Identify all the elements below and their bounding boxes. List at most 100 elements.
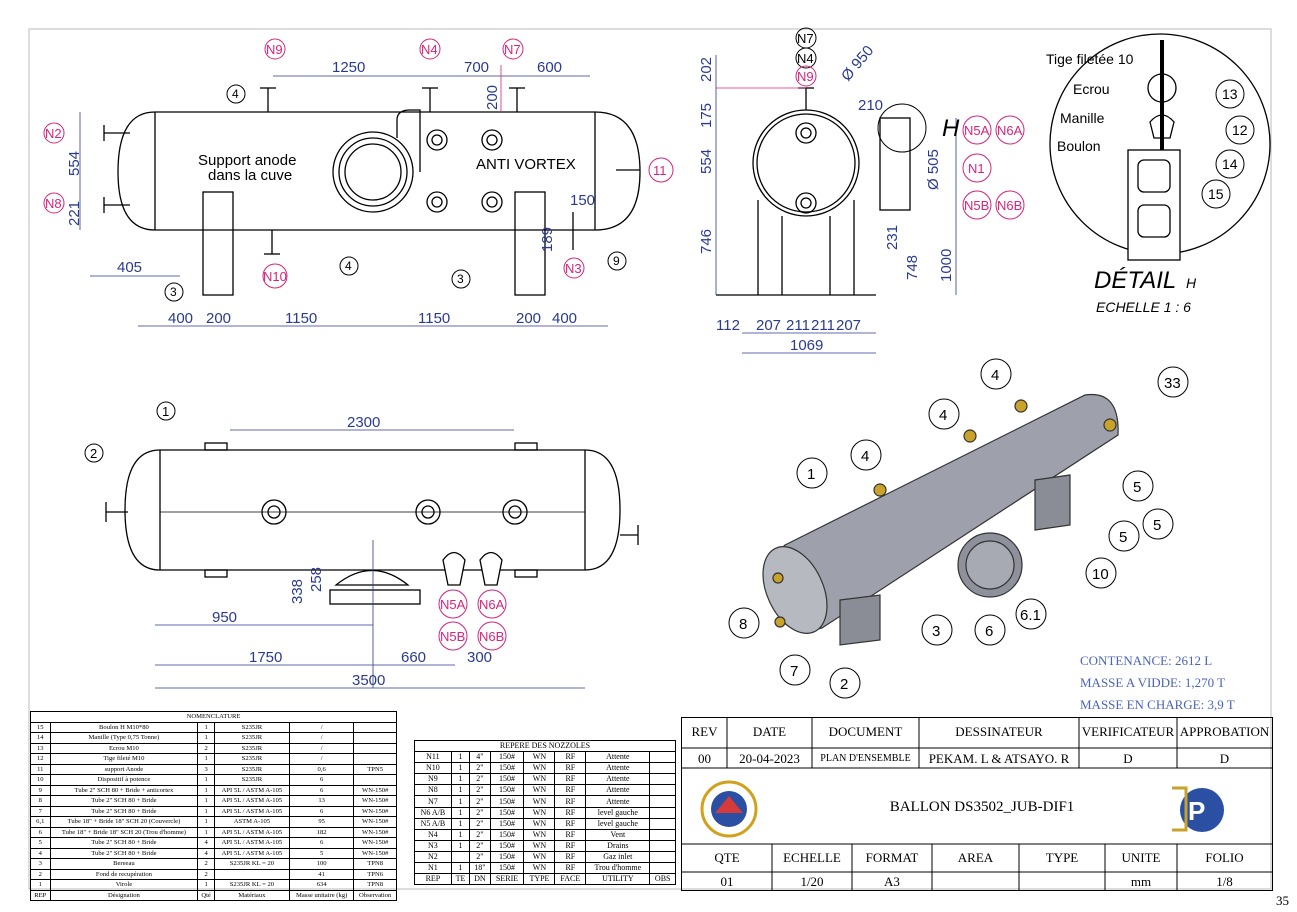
nozzle-tag-n10: N10 xyxy=(263,269,287,284)
tb-verificateur-label: VERIFICATEUR xyxy=(1081,724,1175,739)
dim-950: 950 xyxy=(212,609,237,626)
nomenclature-data-cell: 1 xyxy=(197,721,215,733)
nomenclature-data-cell: 6,1 xyxy=(30,816,51,828)
nomenclature-data-cell: 5 xyxy=(288,847,355,859)
dim-338: 338 xyxy=(289,579,306,604)
nomenclature-data-cell: TPN5 xyxy=(353,763,397,775)
nozzle-data-cell xyxy=(649,751,676,764)
label-support-anode-2: dans la cuve xyxy=(208,167,292,184)
tb-qte: 01 xyxy=(720,874,734,889)
sheet-frame xyxy=(28,28,1272,890)
nozzle-data-cell: N6 A/B xyxy=(414,806,452,819)
nomenclature-data-cell: / xyxy=(288,732,355,744)
top-view-dimensions xyxy=(155,429,585,689)
tb-type-label: TYPE xyxy=(1045,850,1079,865)
side-tag-n7: N7 xyxy=(797,31,814,46)
nomenclature-data-cell: WN-150# xyxy=(353,837,397,849)
nozzle-data-cell: 2" xyxy=(469,773,491,786)
nozzle-data-cell: RF xyxy=(554,850,587,864)
info-contenance: CONTENANCE: 2612 L xyxy=(1080,653,1213,668)
tb-qte-label: QTE xyxy=(714,850,740,865)
nomenclature-data-cell: 4 xyxy=(197,847,215,859)
nozzle-data-cell xyxy=(649,828,676,841)
nozzle-data-cell: RF xyxy=(554,751,587,764)
nomenclature-data-cell: API 5L / ASTM A-105 xyxy=(213,805,290,817)
nozzle-data-cell: WN xyxy=(523,773,556,786)
nozzle-tag-n3: N3 xyxy=(565,261,582,276)
nomenclature-data-cell: TPN8 xyxy=(353,879,397,891)
detail-title: DÉTAIL xyxy=(1094,267,1176,294)
nozzle-data-cell: Attente xyxy=(585,751,651,764)
dim-150: 150 xyxy=(570,192,595,209)
detail-callout-13: 13 xyxy=(1222,86,1238,102)
nomenclature-data-cell: 3 xyxy=(30,858,51,870)
nomenclature-data-cell: ASTM A-105 xyxy=(213,816,290,828)
nozzle-data-cell: WN xyxy=(523,817,556,830)
iso-view xyxy=(762,393,1119,646)
nomenclature-data-cell: / xyxy=(288,742,355,754)
nozzle-data-cell: Attente xyxy=(585,784,651,797)
dim-231: 231 xyxy=(884,225,901,250)
nozzle-data-cell: 150# xyxy=(489,806,525,819)
nomenclature-data-cell xyxy=(353,732,397,744)
side-view xyxy=(716,87,911,296)
nozzle-data-cell: 150# xyxy=(489,817,525,830)
nozzle-data-cell: WN xyxy=(523,828,556,841)
top-tag-n5a: N5A xyxy=(440,597,466,612)
nozzle-data-cell: RF xyxy=(554,773,587,786)
nozzle-data-cell: 150# xyxy=(489,773,525,786)
nozzle-data-cell: 1 xyxy=(450,862,471,875)
nozzle-data-cell: 2" xyxy=(469,784,491,797)
nozzle-tag-11: 11 xyxy=(653,163,667,178)
nomenclature-data-cell: WN-150# xyxy=(353,795,397,807)
nozzle-data-cell: N2 xyxy=(414,850,452,864)
nozzle-data-cell: WN xyxy=(523,762,556,775)
dim-660: 660 xyxy=(401,649,426,666)
nozzle-data-cell: RF xyxy=(554,828,587,841)
info-masse-charge: MASSE EN CHARGE: 3,9 T xyxy=(1080,697,1235,712)
nomenclature-data-cell xyxy=(353,742,397,754)
info-masse-vide: MASSE A VIDDE: 1,270 T xyxy=(1080,675,1226,690)
tb-dessinateur-label: DESSINATEUR xyxy=(955,724,1043,739)
iso-callout-5a: 5 xyxy=(1133,479,1141,496)
dim-300: 300 xyxy=(467,649,492,666)
dim-400-left: 400 xyxy=(168,310,193,327)
nozzle-data-cell: 2" xyxy=(469,762,491,775)
nozzle-header-cell: TYPE xyxy=(523,873,556,886)
nomenclature-header-cell: Masse unitaire (kg) xyxy=(288,889,355,901)
nomenclature-header-cell: Qté xyxy=(197,889,215,901)
tb-unite: mm xyxy=(1130,874,1152,889)
detail-label-manille: Manille xyxy=(1060,110,1105,126)
nozzle-data-cell: 1 xyxy=(450,828,471,841)
nomenclature-data-cell: WN-150# xyxy=(353,816,397,828)
nomenclature-data-cell: 100 xyxy=(288,858,355,870)
nomenclature-data-cell: Fond de recupération xyxy=(49,868,199,880)
dim-2300: 2300 xyxy=(347,414,380,431)
tb-area-label: AREA xyxy=(957,850,994,865)
detail-label-boulon: Boulon xyxy=(1057,138,1101,154)
nozzle-data-cell: 1 xyxy=(450,751,471,764)
dim-1150-left: 1150 xyxy=(285,310,317,327)
nomenclature-data-cell: Tige fileté M10 xyxy=(49,753,199,765)
nozzle-data-cell: Attente xyxy=(585,762,651,775)
front-nozzle-tags xyxy=(43,38,674,289)
nozzle-data-cell: WN xyxy=(523,795,556,808)
nomenclature-data-cell xyxy=(213,868,290,880)
dim-189: 189 xyxy=(539,227,556,252)
nomenclature-data-cell: 5 xyxy=(30,837,51,849)
side-view-dimensions xyxy=(715,55,957,354)
nomenclature-data-cell: / xyxy=(288,721,355,733)
dim-400-right: 400 xyxy=(552,310,577,327)
dim-258: 258 xyxy=(308,567,325,592)
